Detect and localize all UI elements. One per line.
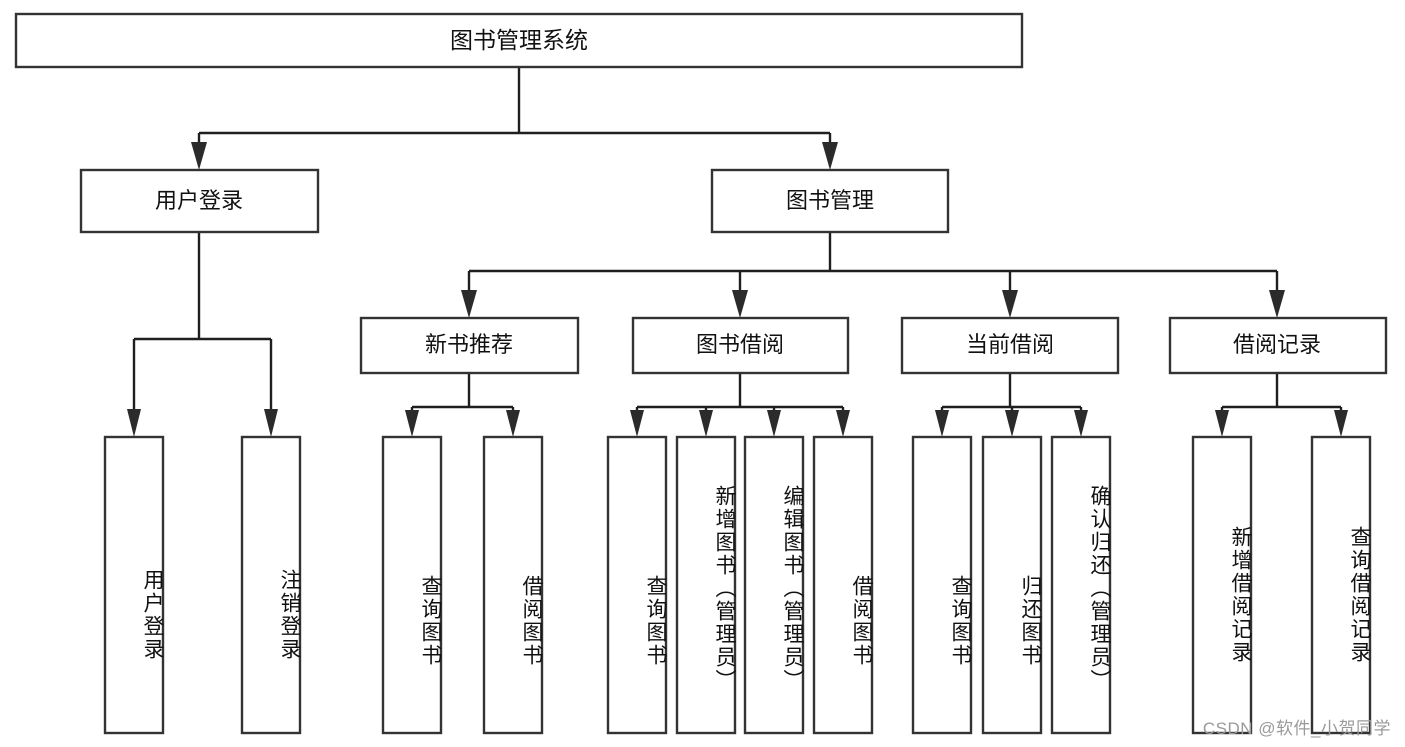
node-user-login[interactable]: 用户登录 (79, 168, 320, 234)
arrow-currentborrow-leaf-2 (1005, 410, 1019, 437)
node-current-borrow-label: 当前借阅 (966, 332, 1054, 357)
node-current-borrow-box[interactable] (900, 316, 1120, 375)
node-book-manage-label: 图书管理 (786, 188, 874, 213)
node-current-borrow[interactable]: 当前借阅 (900, 316, 1120, 375)
node-book-manage[interactable]: 图书管理 (710, 168, 950, 234)
leaf-box-current-borrow-3[interactable] (1050, 435, 1112, 735)
leaf-box-borrow-record-2[interactable] (1310, 435, 1372, 735)
node-new-book-rec-label: 新书推荐 (425, 332, 513, 357)
connector-layer (127, 67, 1348, 437)
arrow-currentborrow-leaf-1 (935, 410, 949, 437)
node-user-login-box[interactable] (79, 168, 320, 234)
node-root[interactable]: 图书管理系统 (14, 12, 1024, 69)
arrow-to-current-borrow (1002, 290, 1018, 318)
arrow-to-borrow-record (1269, 290, 1285, 318)
node-book-borrow-label: 图书借阅 (696, 332, 784, 357)
leaf-box-book-borrow-2[interactable] (675, 435, 737, 735)
arrow-to-user-login (191, 142, 207, 170)
arrow-bookborrow-leaf-4 (836, 410, 850, 437)
node-book-borrow-box[interactable] (631, 316, 850, 375)
leaf-box-current-borrow-1[interactable] (911, 435, 973, 735)
node-new-book-rec-box[interactable] (359, 316, 580, 375)
arrow-borrowrecord-leaf-1 (1215, 410, 1229, 437)
arrow-to-book-borrow (732, 290, 748, 318)
arrow-userlogin-leaf-1 (127, 409, 141, 437)
node-user-login-label: 用户登录 (155, 188, 243, 213)
leaf-layer (103, 435, 1372, 735)
arrow-newbook-leaf-2 (506, 410, 520, 437)
leaf-box-book-borrow-1[interactable] (606, 435, 668, 735)
arrow-to-new-book-rec (461, 290, 477, 318)
node-book-manage-box[interactable] (710, 168, 950, 234)
arrow-to-book-manage (822, 142, 838, 170)
node-book-borrow[interactable]: 图书借阅 (631, 316, 850, 375)
leaf-box-borrow-record-1[interactable] (1191, 435, 1253, 735)
node-borrow-record[interactable]: 借阅记录 (1168, 316, 1388, 375)
arrow-borrowrecord-leaf-2 (1334, 410, 1348, 437)
arrow-userlogin-leaf-2 (264, 409, 278, 437)
leaf-box-current-borrow-2[interactable] (981, 435, 1043, 735)
node-new-book-rec[interactable]: 新书推荐 (359, 316, 580, 375)
node-borrow-record-label: 借阅记录 (1233, 332, 1321, 357)
leaf-box-new-book-rec-1[interactable] (381, 435, 443, 735)
leaf-box-book-borrow-4[interactable] (812, 435, 874, 735)
leaf-box-new-book-rec-2[interactable] (482, 435, 544, 735)
csdn-watermark: CSDN @软件_小贺同学 (1202, 719, 1391, 738)
arrow-bookborrow-leaf-1 (630, 410, 644, 437)
arrow-newbook-leaf-1 (405, 410, 419, 437)
arrow-currentborrow-leaf-3 (1074, 410, 1088, 437)
node-root-label: 图书管理系统 (450, 27, 588, 53)
leaf-box-book-borrow-3[interactable] (743, 435, 805, 735)
node-root-box[interactable] (14, 12, 1024, 69)
arrow-bookborrow-leaf-2 (699, 410, 713, 437)
arrow-bookborrow-leaf-3 (767, 410, 781, 437)
node-borrow-record-box[interactable] (1168, 316, 1388, 375)
leaf-box-user-login-2[interactable] (240, 435, 302, 735)
leaf-box-user-login-1[interactable] (103, 435, 165, 735)
